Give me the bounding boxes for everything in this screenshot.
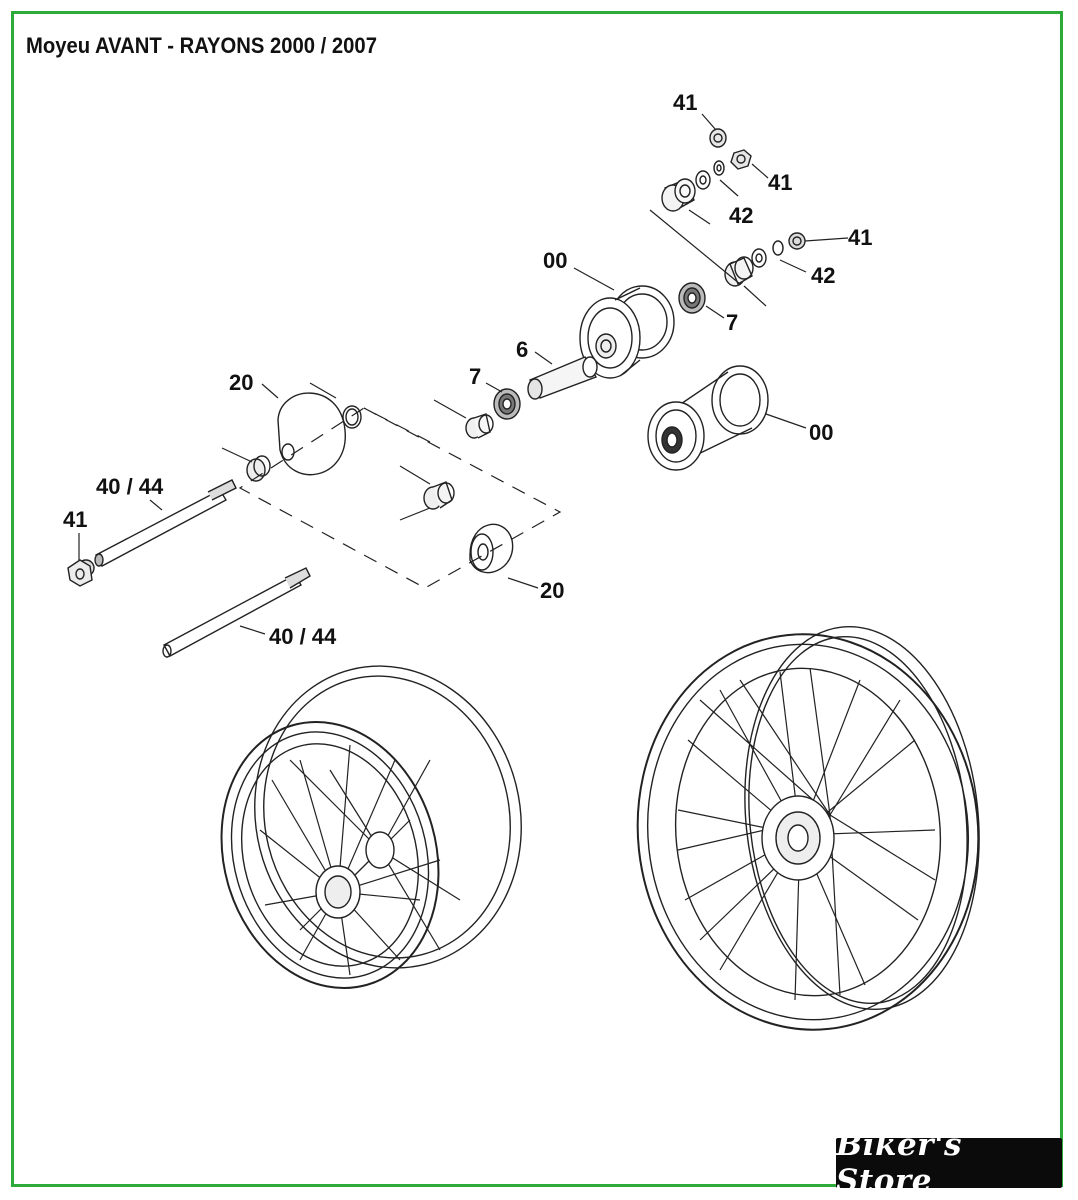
- spacer-right: [724, 256, 754, 287]
- spacer-20-left: [246, 455, 271, 482]
- callout-41-right-b: 41: [848, 225, 872, 250]
- hub-00-disc: [579, 285, 675, 379]
- spacer-6: [527, 356, 598, 400]
- page-title: Moyeu AVANT - RAYONS 2000 / 2007: [26, 33, 377, 58]
- callout-20-bottom: 20: [540, 578, 564, 603]
- bikers-store-logo: Biker's Store: [836, 1127, 1062, 1199]
- spoked-wheel-right: [636, 625, 980, 1031]
- callout-20-top: 20: [229, 370, 253, 395]
- dust-cover-20-top: [277, 392, 362, 476]
- spacer-top: [661, 178, 696, 212]
- washer-42-a2: [695, 170, 711, 190]
- callouts: 41 41 42 41 42 00 7 6 7 20 00 40 / 44 41…: [63, 90, 872, 649]
- spacer-left-small: [465, 413, 494, 439]
- assembly-dashes: [238, 407, 562, 589]
- axle-40-44-bottom: [162, 567, 311, 658]
- nut-41-top: [709, 128, 727, 148]
- dust-cover-20-bottom: [469, 523, 514, 574]
- spoked-wheel-left: [220, 665, 522, 990]
- callout-6: 6: [516, 337, 528, 362]
- bearing-7-right: [678, 282, 706, 314]
- callout-40-44-top: 40 / 44: [96, 474, 164, 499]
- callout-7-right: 7: [726, 310, 738, 335]
- logo-text: Biker's Store: [836, 1127, 962, 1199]
- hub-00-spoked: [647, 365, 769, 471]
- nut-41-left: [67, 559, 93, 587]
- spacer-middle: [423, 481, 455, 510]
- callout-41-left: 41: [63, 507, 87, 532]
- callout-40-44-bottom: 40 / 44: [269, 624, 337, 649]
- leader-lines: [78, 113, 849, 635]
- callout-00-bottom: 00: [809, 420, 833, 445]
- nut-41-right-a: [730, 149, 752, 170]
- nut-41-right-b: [788, 232, 806, 250]
- washer-42-a: [713, 160, 725, 176]
- callout-41-top: 41: [673, 90, 697, 115]
- callout-00-top: 00: [543, 248, 567, 273]
- callout-42-b: 42: [811, 263, 835, 288]
- callout-7-left: 7: [469, 364, 481, 389]
- washer-42-b: [751, 240, 784, 268]
- callout-42-a: 42: [729, 203, 753, 228]
- callout-41-right-a: 41: [768, 170, 792, 195]
- page-frame: [11, 11, 1063, 1187]
- bearing-7-left: [493, 388, 521, 420]
